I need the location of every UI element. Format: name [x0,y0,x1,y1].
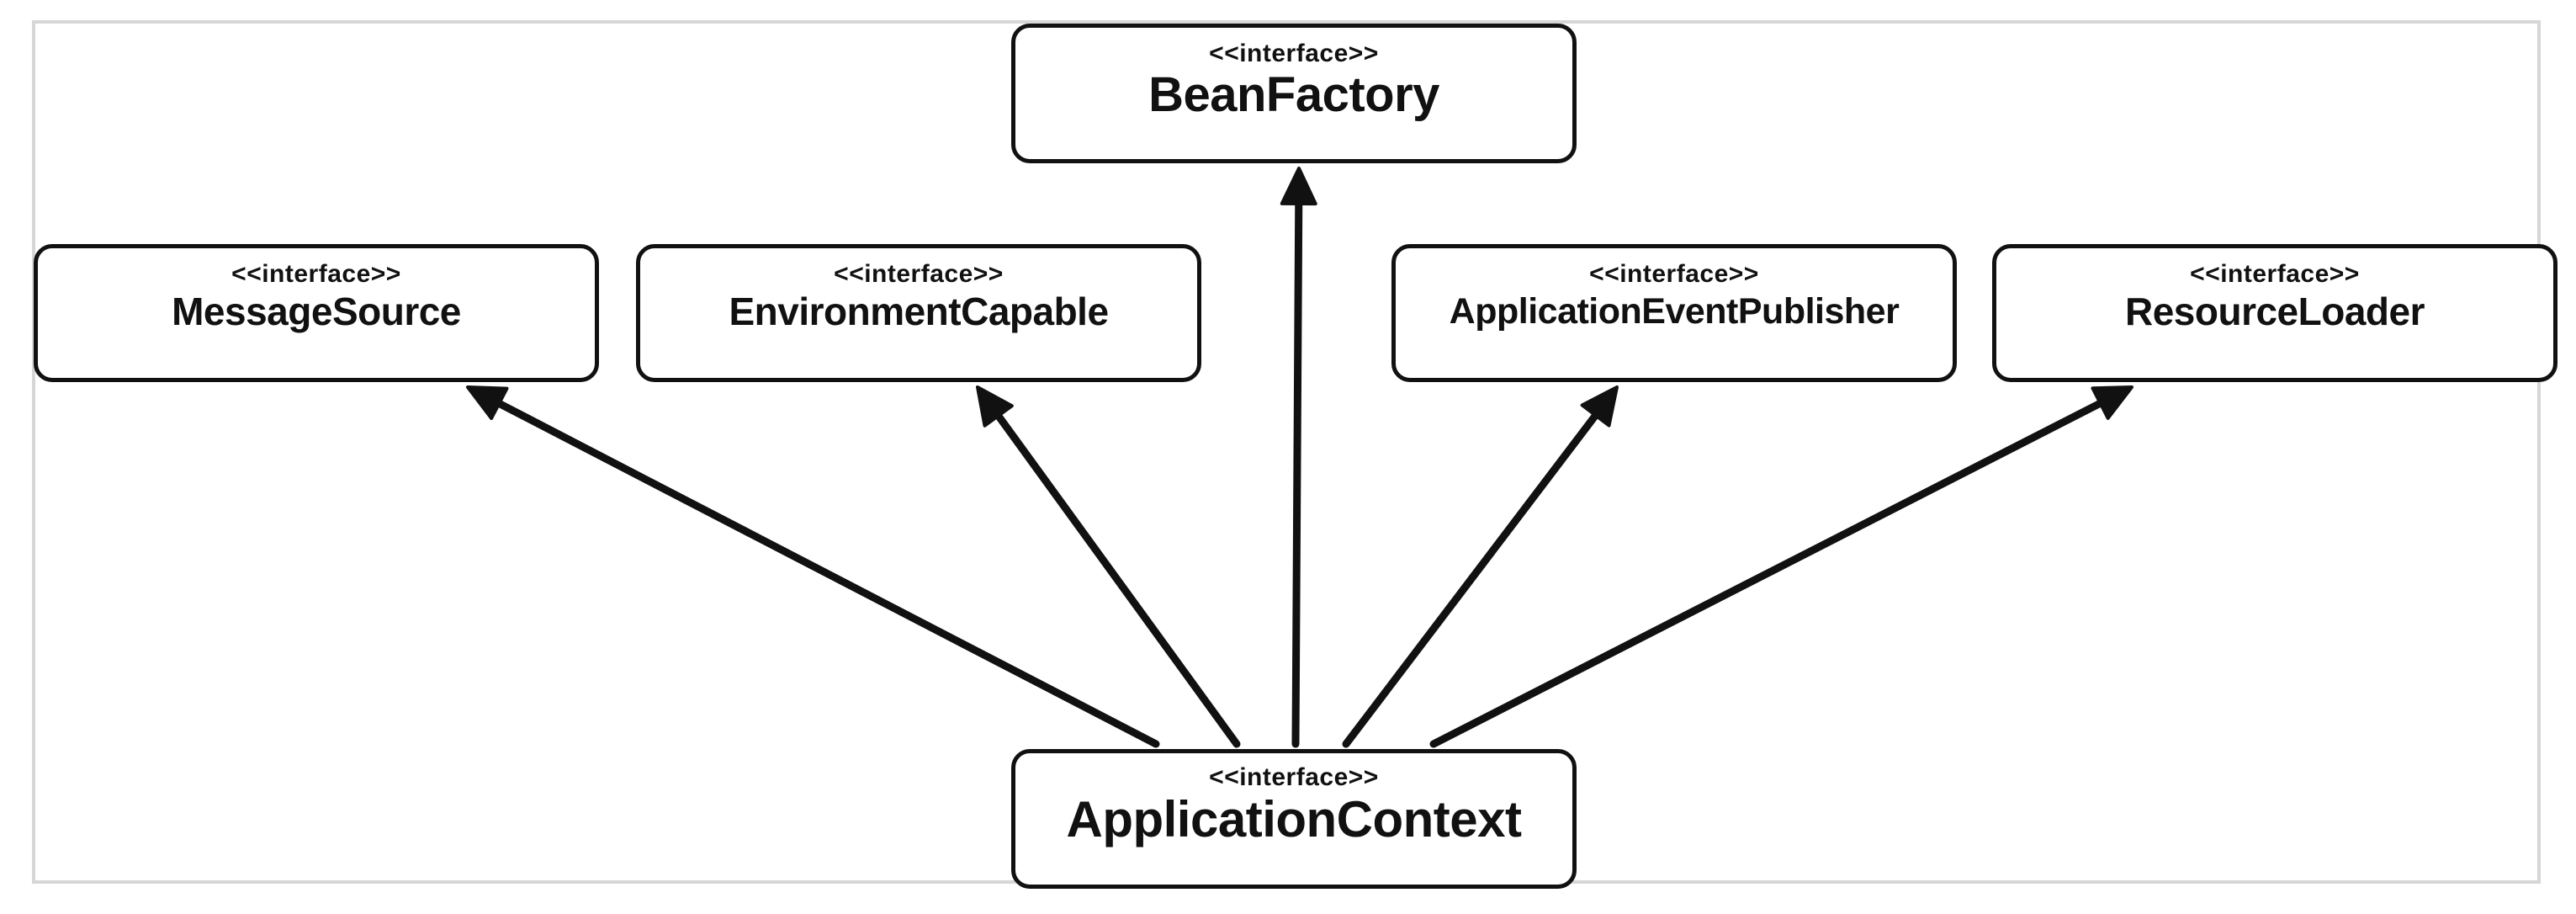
node-bean-factory: <<interface>> BeanFactory [1011,24,1577,163]
interface-name: EnvironmentCapable [729,290,1109,333]
stereotype-label: <<interface>> [1209,763,1379,791]
arrow-application-context-to-message-source [466,385,1160,748]
interface-name: ApplicationEventPublisher [1449,291,1900,332]
diagram-frame [32,20,2541,884]
arrow-line [1429,399,2105,748]
arrow-head [2091,385,2133,420]
arrow-line [495,399,1160,748]
interface-name: BeanFactory [1148,67,1439,122]
stereotype-label: <<interface>> [2190,260,2360,288]
node-environment-capable: <<interface>> EnvironmentCapable [636,244,1201,382]
arrow-line [1291,199,1303,748]
arrow-head [1580,385,1619,428]
arrow-application-context-to-bean-factory [1280,167,1317,748]
arrow-head [466,385,509,421]
arrow-application-context-to-application-event-publisher [1342,385,1619,748]
arrow-line [994,412,1241,748]
node-application-event-publisher: <<interface>> ApplicationEventPublisher [1391,244,1957,382]
node-resource-loader: <<interface>> ResourceLoader [1992,244,2557,382]
stereotype-label: <<interface>> [1209,40,1379,67]
arrow-head [1280,167,1317,206]
arrow-head [976,385,1014,428]
interface-name: ApplicationContext [1066,791,1523,848]
node-message-source: <<interface>> MessageSource [34,244,599,382]
arrow-application-context-to-environment-capable [976,385,1241,748]
arrow-line [1342,411,1600,748]
stereotype-label: <<interface>> [231,260,401,288]
node-application-context: <<interface>> ApplicationContext [1011,749,1577,889]
stereotype-label: <<interface>> [1589,260,1759,288]
stereotype-label: <<interface>> [834,260,1004,288]
interface-name: MessageSource [172,290,461,333]
interface-name: ResourceLoader [2124,290,2425,333]
arrow-application-context-to-resource-loader [1429,385,2133,748]
